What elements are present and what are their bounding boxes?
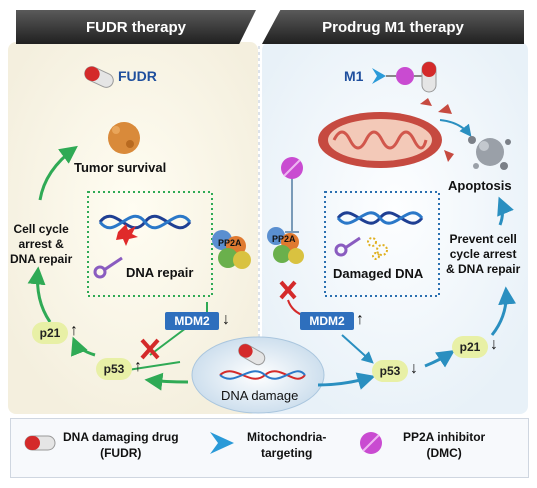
prevent-line-2: cycle arrest [449,247,517,261]
dna-damage-cell [191,336,325,414]
tumor-blob [108,122,140,154]
cell-cycle-line-2: arrest & [18,237,64,251]
legend-item-2-line-2: targeting [260,446,313,460]
legend-item-1: DNA damaging drug (FUDR) [63,429,179,461]
mdm2-right-text: MDM2 [309,314,345,328]
p53-left-text: p53 [103,362,125,376]
mdm2-right-badge: MDM2 [300,312,354,330]
prevent-label: Prevent cell cycle arrest & DNA repair [446,232,520,277]
p21-left-pill: p21 [32,322,68,344]
pp2a-protein-right [267,227,304,264]
m1-therapy-banner: Prodrug M1 therapy [262,10,524,44]
p21-left-text: p21 [39,326,61,340]
mdm2-left-badge: MDM2 [165,312,219,330]
inhibition-cross-right [279,280,297,300]
wrench-icon-left [93,256,123,279]
damage-splash-left [116,224,138,246]
m1-label: M1 [344,68,364,84]
legend-item-2: Mitochondria- targeting [247,429,326,461]
legend-item-1-line-1: DNA damaging drug [63,430,179,444]
fudr-label: FUDR [118,68,157,84]
banner-left-label: FUDR therapy [85,18,186,36]
capsule-icon-fudr [84,66,114,88]
apoptosis-label: Apoptosis [448,178,512,193]
mdm2-right-arrow: ↑ [356,311,364,328]
p21-right-pill: p21 [452,336,488,358]
prevent-line-1: Prevent cell [449,232,517,246]
damaged-dna-label: Damaged DNA [333,266,424,281]
cell-cycle-label: Cell cycle arrest & DNA repair [10,222,72,267]
dna-helix-center [219,370,306,380]
legend-capsule-icon [24,435,56,451]
mdm2-left-text: MDM2 [174,314,210,328]
wrench-icon-right [334,236,361,257]
dna-damage-label: DNA damage [221,388,299,403]
p53-right-arrow: ↓ [410,360,418,377]
legend-arrow-icon [210,432,234,454]
legend-item-1-line-2: (FUDR) [100,446,142,460]
legend-item-3-line-2: (DMC) [426,446,462,460]
cell-cycle-line-3: DNA repair [10,252,73,266]
p21-right-text: p21 [459,340,481,354]
dna-repair-label: DNA repair [126,265,194,280]
pp2a-right-label: PP2A [272,234,296,244]
p21-right-arrow: ↓ [490,336,498,353]
legend-item-2-line-1: Mitochondria- [247,430,327,444]
legend-pill-icon [360,432,382,454]
capsule-icon-center [238,343,266,366]
p53-left-arrow: ↑ [134,358,142,375]
mdm2-left-arrow: ↓ [222,311,230,328]
apoptotic-cell [468,136,511,170]
mitochondria [318,98,454,168]
dmc-pill-icon [281,157,303,179]
p53-left-pill: p53 [96,358,132,380]
inhibition-cross-left [140,338,160,360]
legend: DNA damaging drug (FUDR) Mitochondria- t… [10,418,529,478]
dna-helix-right [336,211,424,225]
fudr-therapy-banner: FUDR therapy [16,10,256,44]
banner-right-label: Prodrug M1 therapy [322,18,464,36]
legend-item-3-line-1: PP2A inhibitor [403,430,486,444]
pp2a-protein-left [212,230,251,269]
m1-conjugate-icon [372,61,437,93]
dna-helix-left [98,214,192,230]
legend-item-3: PP2A inhibitor (DMC) [403,429,485,461]
p21-left-arrow: ↑ [70,322,78,339]
p53-right-pill: p53 [372,360,408,382]
pp2a-left-label: PP2A [218,238,242,248]
prevent-line-3: & DNA repair [446,262,521,276]
cell-cycle-line-1: Cell cycle [13,222,69,236]
tumor-survival-label: Tumor survival [74,160,167,175]
p53-right-text: p53 [379,364,401,378]
